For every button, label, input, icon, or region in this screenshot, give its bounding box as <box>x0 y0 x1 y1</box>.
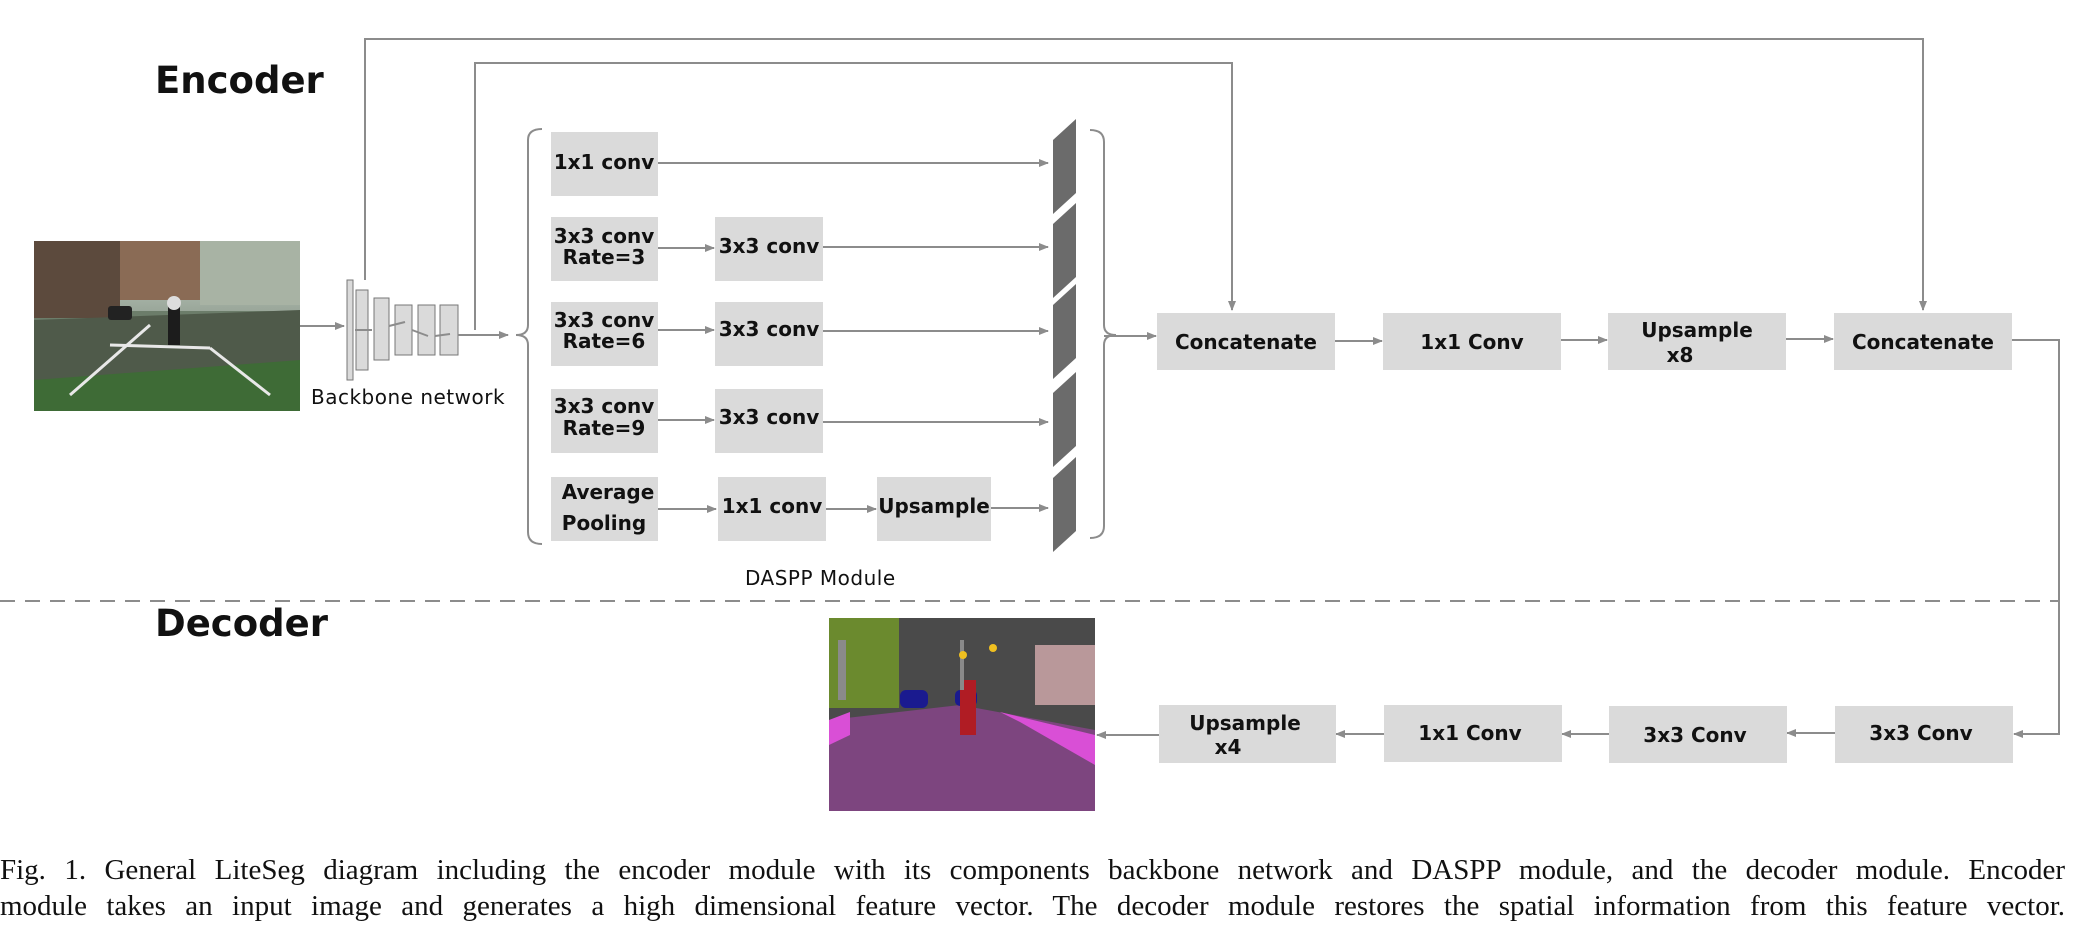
daspp-conv1x1-box <box>551 132 658 196</box>
daspp-branch3-conv3x3-label: 3x3 conv <box>719 317 820 341</box>
daspp-atrous3-box <box>551 217 658 281</box>
daspp-left-bracket <box>515 128 543 545</box>
upsample-x8-label-2: x8 <box>1667 343 1694 367</box>
figure-caption: Fig. 1. General LiteSeg diagram includin… <box>0 852 2065 924</box>
daspp-branch5-conv1x1-box <box>718 477 826 541</box>
daspp-branch2-conv3x3-label: 3x3 conv <box>719 234 820 258</box>
daspp-atrous6-rate: Rate=6 <box>563 329 646 353</box>
feature-map-5 <box>1053 457 1076 552</box>
daspp-right-bracket <box>1089 129 1117 539</box>
upsample-x4-label-1: Upsample <box>1189 711 1301 735</box>
daspp-atrous9-rate: Rate=9 <box>563 416 646 440</box>
daspp-branch3-conv3x3-box <box>715 302 823 366</box>
feature-map-4 <box>1053 372 1076 467</box>
daspp-module-label: DASPP Module <box>745 566 896 590</box>
skip-connection-outer <box>364 38 1927 311</box>
daspp-branch2-conv3x3-box <box>715 217 823 281</box>
concatenate-label-1: Concatenate <box>1175 330 1317 354</box>
upsample-x4-label-2: x4 <box>1215 735 1242 759</box>
conv1x1-label: 1x1 Conv <box>1420 330 1523 354</box>
decoder-conv3x3-box-1 <box>1835 706 2013 763</box>
daspp-upsample-label: Upsample <box>878 494 990 518</box>
daspp-atrous6-label: 3x3 conv <box>554 308 655 332</box>
daspp-branch4-conv3x3-label: 3x3 conv <box>719 405 820 429</box>
output-segmentation-image <box>829 618 1095 811</box>
daspp-atrous6-box <box>551 302 658 366</box>
upsample-x4-box <box>1159 705 1336 763</box>
feature-map-1 <box>1053 119 1076 214</box>
feature-map-2 <box>1053 203 1076 298</box>
daspp-avgpool-box <box>551 477 658 541</box>
daspp-atrous3-label: 3x3 conv <box>554 224 655 248</box>
skip-connection-inner <box>474 62 1236 330</box>
feature-map-3 <box>1053 284 1076 379</box>
concatenate-box-1 <box>1157 313 1335 370</box>
backbone-network <box>346 279 459 381</box>
backbone-label: Backbone network <box>311 385 505 409</box>
daspp-branch5-conv1x1-label: 1x1 conv <box>722 494 823 518</box>
upsample-x8-box <box>1608 313 1786 370</box>
daspp-branch4-conv3x3-box <box>715 389 823 453</box>
decoder-conv3x3-label-2: 3x3 Conv <box>1643 723 1746 747</box>
decoder-conv1x1-box <box>1384 705 1562 762</box>
arrow-encoder-decoder <box>2012 339 2060 738</box>
encoder-title: Encoder <box>155 59 325 102</box>
caption-line-2: module takes an input image and generate… <box>0 890 2065 922</box>
daspp-avgpool-label-1: Average <box>562 480 655 504</box>
concatenate-label-2: Concatenate <box>1852 330 1994 354</box>
daspp-atrous9-box <box>551 389 658 453</box>
daspp-upsample-box <box>877 477 991 541</box>
decoder-conv1x1-label: 1x1 Conv <box>1418 721 1521 745</box>
conv1x1-box <box>1383 313 1561 370</box>
concatenate-box-2 <box>1834 313 2012 370</box>
daspp-avgpool-label-2: Pooling <box>562 511 646 535</box>
daspp-atrous9-label: 3x3 conv <box>554 394 655 418</box>
decoder-conv3x3-box-2 <box>1609 706 1787 763</box>
decoder-title: Decoder <box>155 602 329 645</box>
daspp-conv1x1-label: 1x1 conv <box>554 150 655 174</box>
input-image <box>34 241 300 411</box>
caption-line-1: Fig. 1. General LiteSeg diagram includin… <box>0 854 2065 886</box>
daspp-atrous3-rate: Rate=3 <box>563 245 646 269</box>
upsample-x8-label-1: Upsample <box>1641 318 1753 342</box>
decoder-conv3x3-label-1: 3x3 Conv <box>1869 721 1972 745</box>
